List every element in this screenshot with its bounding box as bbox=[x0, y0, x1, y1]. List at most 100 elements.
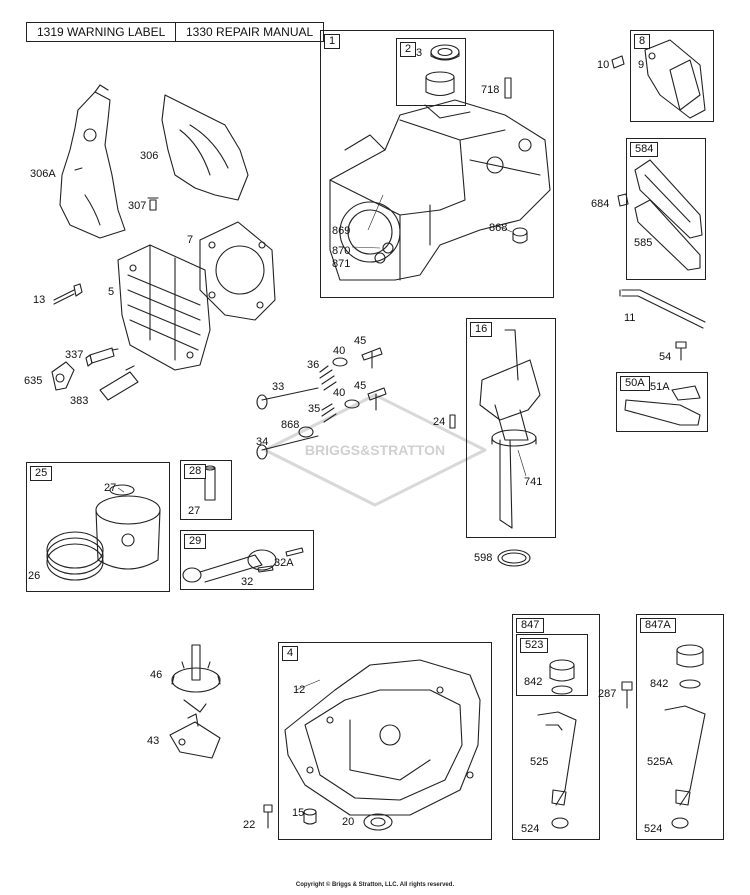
part-label-11[interactable]: 11 bbox=[624, 312, 636, 324]
part-label-585[interactable]: 585 bbox=[634, 237, 653, 249]
part-32-bolt bbox=[257, 565, 274, 573]
part-label-741[interactable]: 741 bbox=[524, 476, 543, 488]
part-16-crankshaft bbox=[479, 329, 541, 529]
part-label-13[interactable]: 13 bbox=[33, 294, 46, 306]
part-34-valve bbox=[256, 435, 319, 460]
part-9-valve-cover bbox=[644, 39, 706, 119]
part-label-524-b[interactable]: 524 bbox=[644, 823, 663, 835]
part-684-screw bbox=[617, 193, 629, 207]
part-1-cylinder-block bbox=[329, 99, 551, 281]
part-307-screw bbox=[147, 197, 159, 211]
part-label-524-a[interactable]: 524 bbox=[521, 823, 540, 835]
kit-box-847a[interactable]: 847A bbox=[636, 614, 724, 840]
part-label-871[interactable]: 871 bbox=[332, 258, 351, 270]
part-718-dowel bbox=[504, 77, 512, 99]
part-525a-tube bbox=[664, 705, 706, 806]
part-label-32a[interactable]: 32A bbox=[274, 557, 294, 569]
part-label-337[interactable]: 337 bbox=[65, 349, 84, 361]
part-label-842-a[interactable]: 842 bbox=[524, 676, 543, 688]
part-label-383[interactable]: 383 bbox=[70, 395, 89, 407]
part-label-22[interactable]: 22 bbox=[243, 819, 256, 831]
part-label-307[interactable]: 307 bbox=[128, 200, 147, 212]
kit-box-2[interactable]: 2 bbox=[396, 38, 466, 106]
part-label-46[interactable]: 46 bbox=[150, 669, 163, 681]
part-label-20[interactable]: 20 bbox=[342, 816, 355, 828]
part-label-15[interactable]: 15 bbox=[292, 807, 305, 819]
kit-box-4[interactable]: 4 bbox=[278, 642, 492, 840]
kit-number: 8 bbox=[634, 34, 651, 49]
briggs-stratton-watermark bbox=[263, 393, 487, 507]
part-label-7[interactable]: 7 bbox=[187, 234, 194, 246]
part-306-shroud bbox=[161, 94, 249, 201]
part-label-24[interactable]: 24 bbox=[433, 416, 446, 428]
kit-number: 4 bbox=[282, 646, 299, 661]
part-label-32[interactable]: 32 bbox=[241, 576, 254, 588]
part-label-3[interactable]: 3 bbox=[416, 47, 423, 59]
kit-number: 584 bbox=[630, 142, 659, 157]
part-label-525a[interactable]: 525A bbox=[647, 756, 673, 768]
part-24-key bbox=[449, 414, 456, 429]
kit-box-8[interactable]: 8 bbox=[630, 30, 714, 122]
part-label-43[interactable]: 43 bbox=[147, 735, 160, 747]
part-label-684[interactable]: 684 bbox=[591, 198, 610, 210]
kit-box-523[interactable]: 523 bbox=[516, 634, 588, 696]
kit-number: 29 bbox=[184, 534, 207, 549]
kit-box-16[interactable]: 16 bbox=[466, 318, 556, 538]
part-51a-breather bbox=[624, 385, 701, 426]
part-label-51a[interactable]: 51A bbox=[650, 381, 670, 393]
part-15-plug bbox=[303, 808, 317, 825]
part-label-287[interactable]: 287 bbox=[598, 688, 617, 700]
leader-lines bbox=[117, 194, 527, 691]
part-label-45-b[interactable]: 45 bbox=[354, 380, 367, 392]
part-label-635[interactable]: 635 bbox=[24, 375, 43, 387]
part-label-9[interactable]: 9 bbox=[638, 59, 645, 71]
part-label-598[interactable]: 598 bbox=[474, 552, 493, 564]
part-label-54[interactable]: 54 bbox=[659, 351, 672, 363]
part-32a-bolt bbox=[285, 547, 304, 557]
kit-number: 25 bbox=[30, 466, 53, 481]
part-label-36[interactable]: 36 bbox=[307, 359, 320, 371]
part-label-33[interactable]: 33 bbox=[272, 381, 285, 393]
copyright-footer: Copyright © Briggs & Stratton, LLC. All … bbox=[295, 882, 455, 888]
part-label-306[interactable]: 306 bbox=[140, 150, 159, 162]
part-label-870[interactable]: 870 bbox=[332, 245, 351, 257]
part-label-5[interactable]: 5 bbox=[108, 286, 115, 298]
part-842-dipstick-cap-a bbox=[549, 659, 575, 695]
part-label-34[interactable]: 34 bbox=[256, 436, 269, 448]
part-label-12[interactable]: 12 bbox=[293, 684, 306, 696]
kit-box-584[interactable]: 584 bbox=[626, 138, 706, 280]
part-label-40-a[interactable]: 40 bbox=[333, 345, 346, 357]
part-label-27-a[interactable]: 27 bbox=[104, 482, 117, 494]
part-label-842-b[interactable]: 842 bbox=[650, 678, 669, 690]
part-label-26[interactable]: 26 bbox=[28, 570, 41, 582]
part-label-869[interactable]: 869 bbox=[332, 225, 351, 237]
repair-manual-link[interactable]: 1330 REPAIR MANUAL bbox=[175, 22, 325, 42]
part-label-40-b[interactable]: 40 bbox=[333, 387, 346, 399]
part-20-seal bbox=[363, 813, 393, 831]
part-label-868-seal[interactable]: 868 bbox=[281, 419, 300, 431]
warning-label-link[interactable]: 1319 WARNING LABEL bbox=[26, 22, 177, 42]
part-46-camshaft bbox=[171, 644, 221, 713]
kit-box-1[interactable]: 1 bbox=[320, 30, 554, 298]
part-label-306a[interactable]: 306A bbox=[30, 168, 56, 180]
kit-box-50a[interactable]: 50A bbox=[616, 372, 708, 432]
kit-box-28[interactable]: 28 bbox=[180, 460, 232, 520]
part-label-35[interactable]: 35 bbox=[308, 403, 321, 415]
kit-number: 16 bbox=[470, 322, 493, 337]
kit-box-29[interactable]: 29 bbox=[180, 530, 314, 590]
part-label-525[interactable]: 525 bbox=[530, 756, 549, 768]
kit-box-847[interactable]: 847 bbox=[512, 614, 600, 840]
part-10-screw bbox=[611, 55, 625, 69]
kit-number: 28 bbox=[184, 464, 207, 479]
part-label-10[interactable]: 10 bbox=[597, 59, 610, 71]
part-label-45-a[interactable]: 45 bbox=[354, 335, 367, 347]
part-40-retainer-b bbox=[344, 399, 360, 409]
part-4-sump bbox=[284, 659, 481, 816]
kit-box-25[interactable]: 25 bbox=[26, 462, 170, 592]
part-45-cap-b bbox=[367, 387, 387, 411]
part-label-718[interactable]: 718 bbox=[481, 84, 500, 96]
part-label-27-b[interactable]: 27 bbox=[188, 505, 201, 517]
part-585-gasket bbox=[634, 159, 703, 271]
part-label-868-block[interactable]: 868 bbox=[489, 222, 508, 234]
